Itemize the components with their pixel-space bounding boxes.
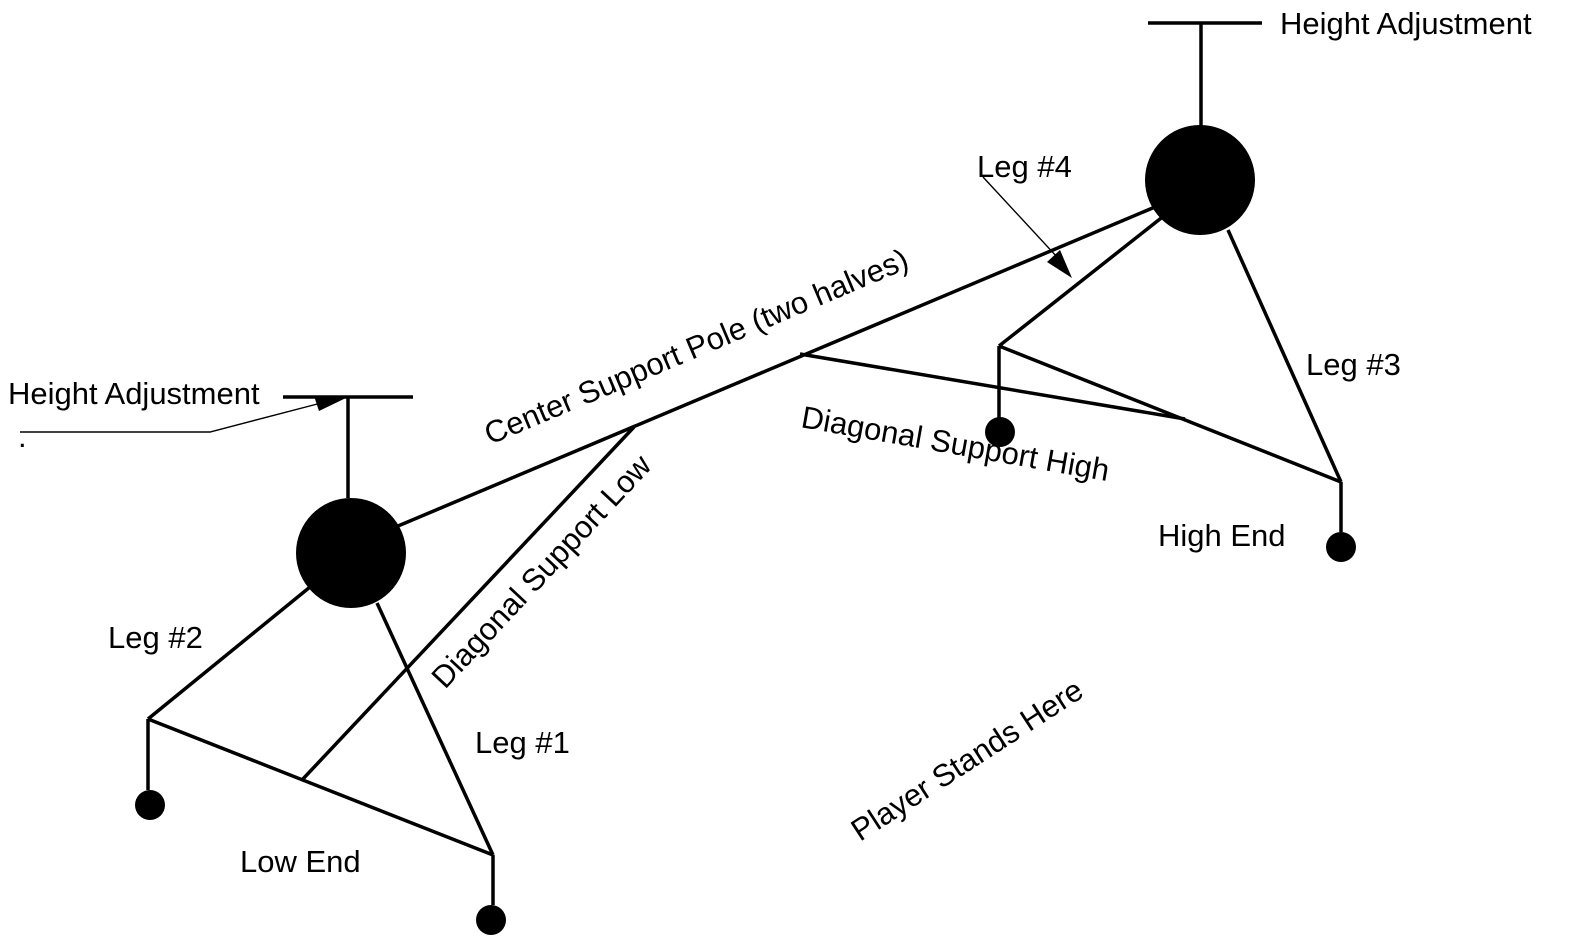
leg-2-line (146, 585, 312, 721)
leg-2-label: Leg #2 (108, 620, 203, 655)
leg-3-foot (1326, 532, 1356, 562)
low-end-cross-brace (147, 717, 494, 857)
leg-4-line (997, 213, 1167, 348)
leg-4-foot (985, 417, 1015, 447)
leg-4-leader-line (982, 176, 1059, 259)
high-end-assembly (985, 21, 1356, 562)
leg-4-callout (982, 176, 1072, 278)
height-adjustment-left-arrowhead (314, 396, 348, 411)
leg-1-line (375, 602, 495, 856)
leg-3-label: Leg #3 (1306, 347, 1401, 382)
diagonal-support-high-line (799, 352, 1186, 421)
stray-period-mark: . (18, 419, 27, 454)
high-end-hub (1145, 125, 1255, 235)
height-adjustment-top-label: Height Adjustment (1280, 6, 1532, 41)
leg-1-label: Leg #1 (475, 725, 570, 760)
high-end-cross-brace (998, 344, 1342, 484)
height-adjustment-left-callout (20, 396, 348, 433)
leg-1-foot (476, 905, 506, 935)
center-support-pole (397, 205, 1156, 528)
diagonal-support-low-line (300, 425, 636, 782)
diagonal-support-high-label: Diagonal Support High (799, 399, 1112, 488)
leg-2-foot (135, 790, 165, 820)
leg-4-label: Leg #4 (977, 149, 1072, 184)
height-adjustment-left-leader-line (20, 401, 326, 433)
diagonal-support-low-label: Diagonal Support Low (425, 447, 659, 694)
low-end-assembly (135, 395, 506, 935)
leg-4-arrowhead (1047, 250, 1072, 278)
high-end-label: High End (1158, 518, 1286, 553)
low-end-label: Low End (240, 844, 361, 879)
leg-3-line (1226, 229, 1343, 483)
player-stands-here-label: Player Stands Here (845, 672, 1090, 848)
height-adjustment-left-label: Height Adjustment (8, 376, 260, 411)
low-end-hub (296, 498, 406, 608)
